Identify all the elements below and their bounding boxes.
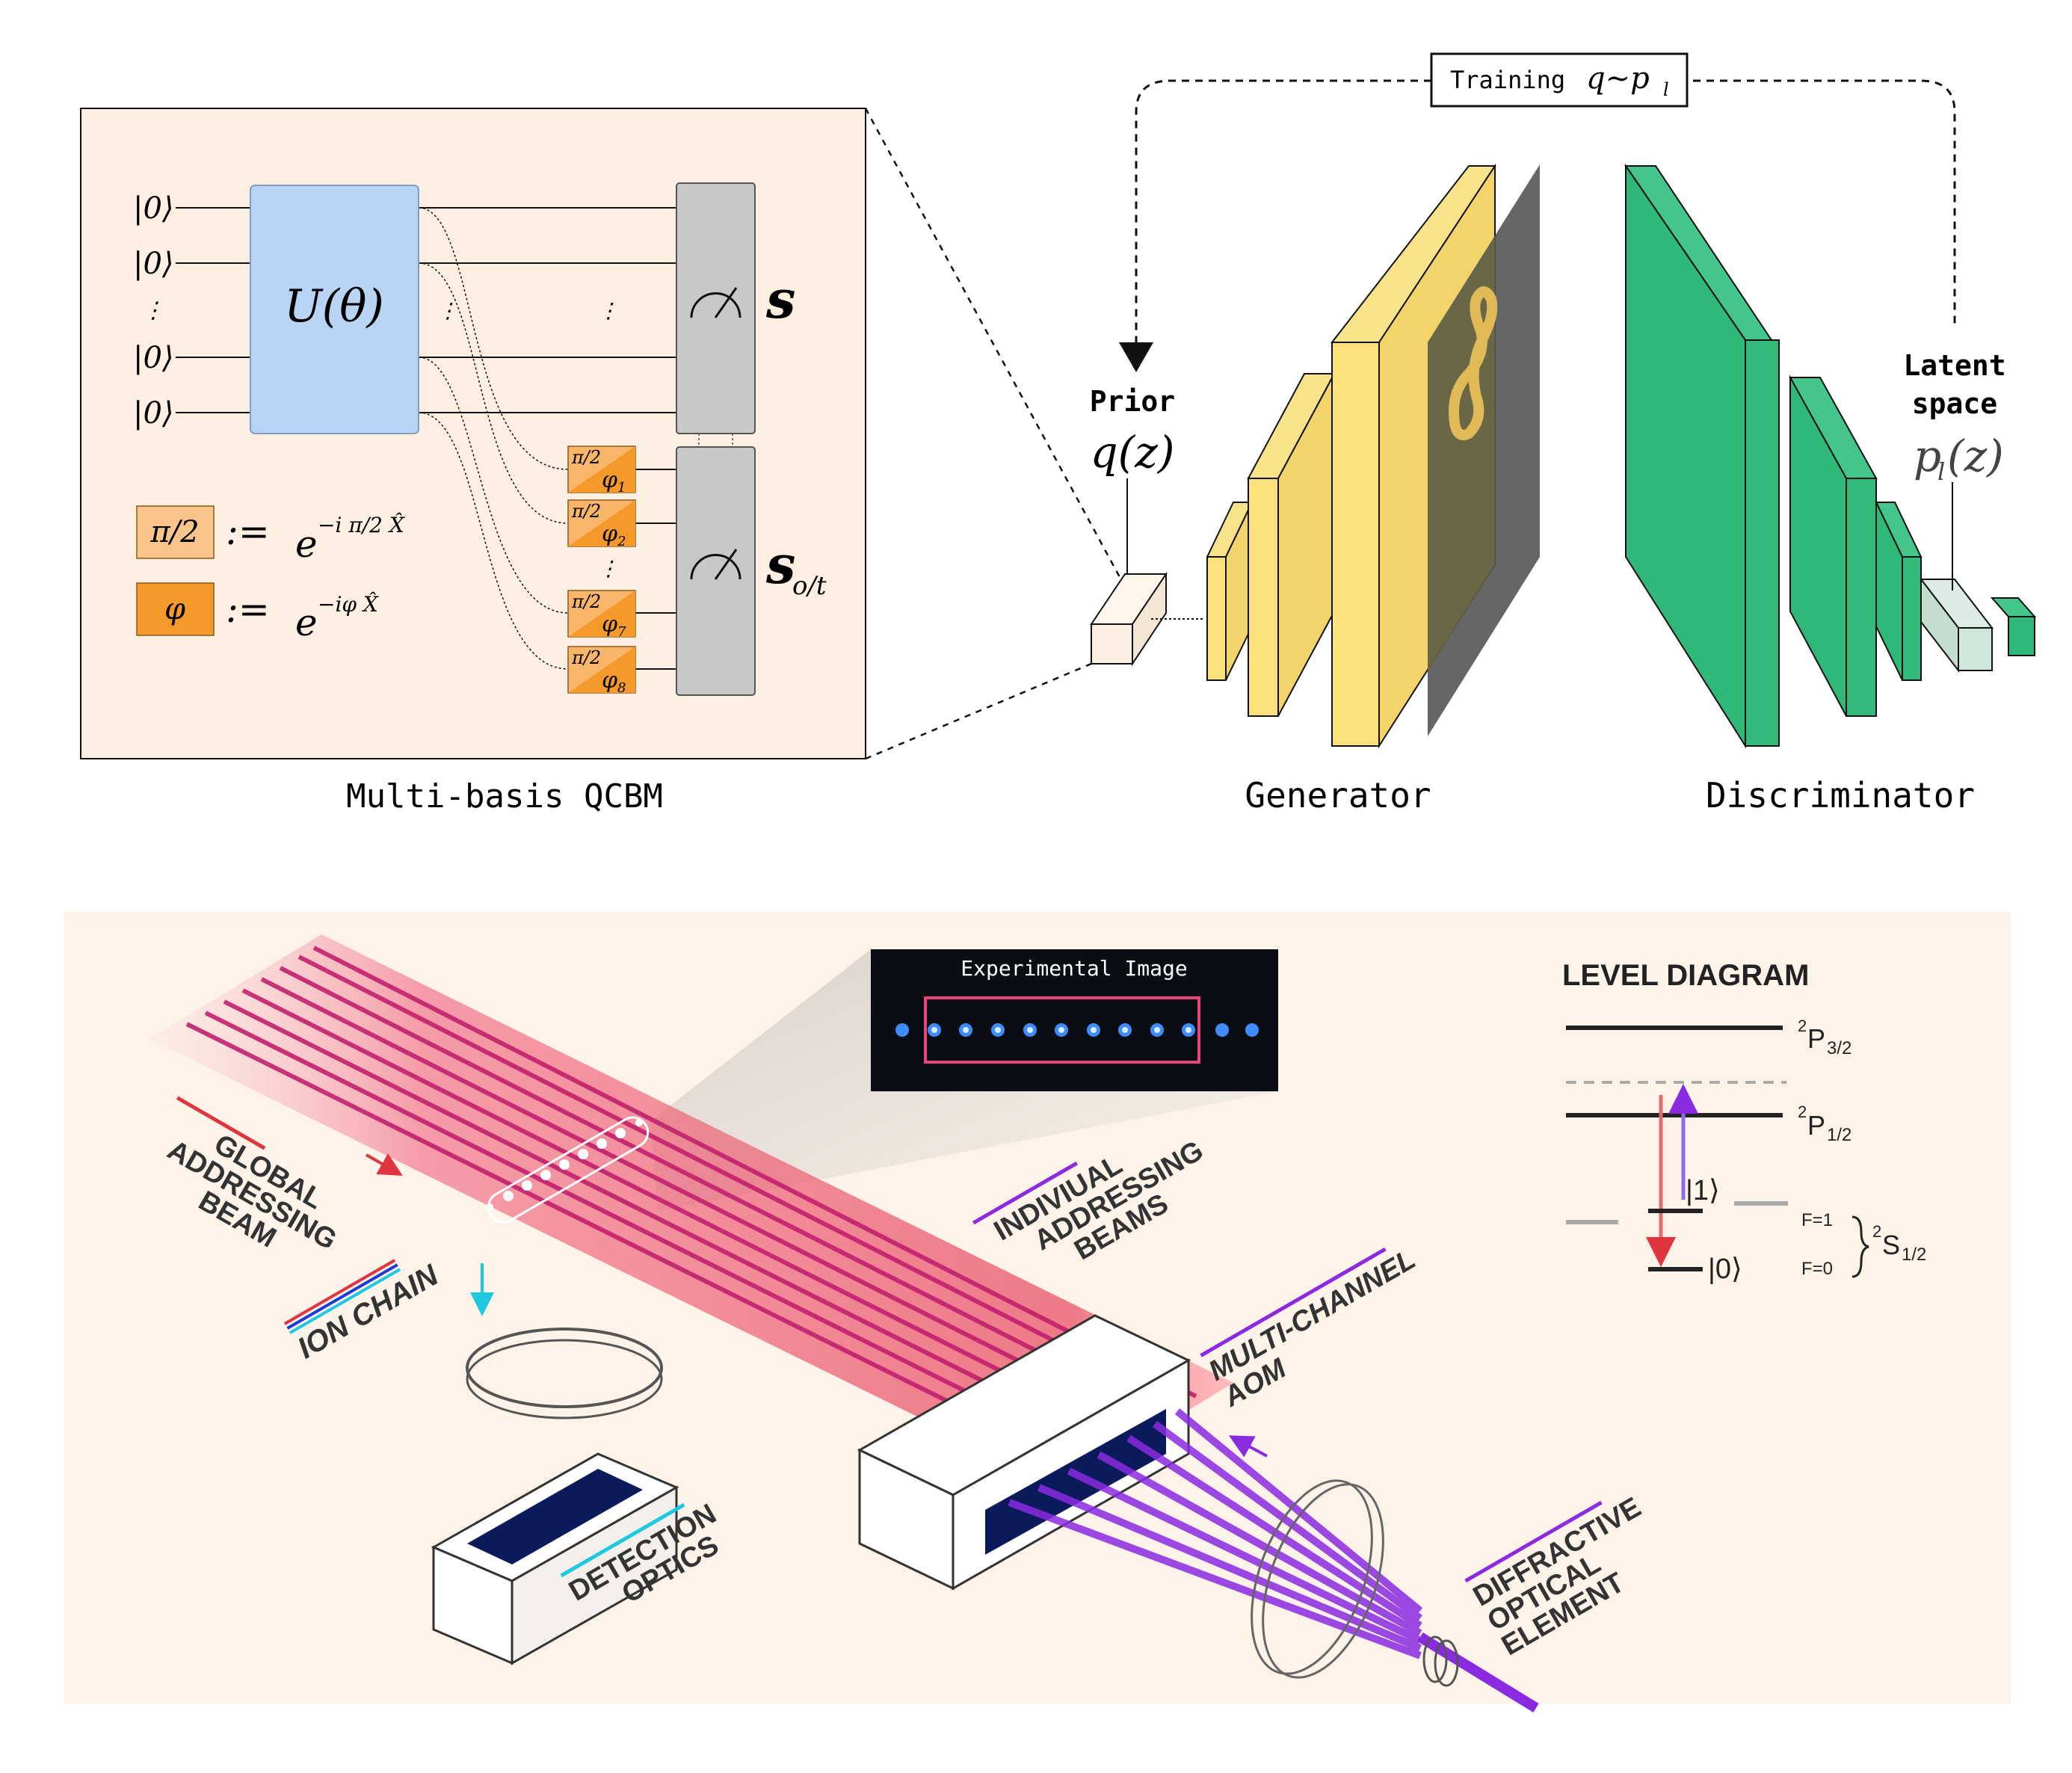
legend-pi-half-sup: −i π/2 X̂	[318, 513, 405, 537]
rotation-gate-7: π/2 φ 7	[567, 590, 636, 640]
discriminator-caption: Discriminator	[1706, 775, 1975, 815]
svg-text:S: S	[1882, 1230, 1900, 1260]
legend-def-op-2: :=	[226, 588, 270, 631]
svg-text:2: 2	[1798, 1103, 1807, 1121]
svg-text:π/2: π/2	[571, 647, 601, 668]
svg-text:2: 2	[1872, 1222, 1881, 1241]
ion-chain	[486, 1116, 650, 1224]
prior-title: Prior	[1090, 385, 1175, 418]
svg-text:π/2: π/2	[571, 501, 601, 522]
zoom-dashed-lines	[864, 108, 1126, 760]
meter-icon-s	[690, 292, 741, 318]
ket-zero-4: |0⟩	[133, 396, 174, 431]
svg-text:1: 1	[617, 480, 626, 496]
setup-panel: Experimental Image GLOBAL ADDRE	[64, 912, 2011, 1712]
svg-text:φ: φ	[602, 611, 617, 638]
ket-zero-1: |0⟩	[133, 191, 174, 226]
vdots-mid-1: ⋮	[437, 298, 458, 323]
doe-element	[1422, 1635, 1448, 1683]
output-sot-sub: o/t	[792, 571, 827, 601]
ket-vdots: ⋮	[142, 297, 164, 324]
inset-title: Experimental Image	[961, 956, 1187, 981]
latent-expr-tail: (z)	[1947, 431, 2004, 481]
aom-box	[857, 1314, 1191, 1591]
basis-branch-wires	[418, 207, 569, 670]
unitary-block	[250, 185, 419, 434]
qcbm-caption: Multi-basis QCBM	[346, 777, 663, 815]
latent-title-1: Latent	[1903, 349, 2005, 382]
svg-text:φ: φ	[602, 467, 617, 493]
legend-phi-label: φ	[164, 592, 185, 626]
training-expr-sub: l	[1663, 79, 1669, 100]
rotation-gate-2: π/2 φ 2	[567, 499, 636, 549]
experimental-image-inset: Experimental Image	[871, 949, 1278, 1091]
svg-text:1/2: 1/2	[1902, 1245, 1926, 1265]
ket-zero-2: |0⟩	[133, 247, 174, 281]
svg-text:1/2: 1/2	[1827, 1125, 1851, 1145]
svg-text:8: 8	[617, 680, 626, 696]
training-loop-line	[1135, 79, 1431, 344]
detection-beams	[504, 1129, 625, 1555]
svg-text:P: P	[1807, 1110, 1825, 1141]
level-diagram-title: LEVEL DIAGRAM	[1562, 959, 1809, 992]
measurement-s	[676, 182, 756, 434]
ket-one: |1⟩	[1686, 1175, 1720, 1206]
legend-pi-half-swatch	[136, 505, 215, 559]
ket-zero-3: |0⟩	[133, 341, 174, 375]
vdots-mid-2: ⋮	[598, 298, 619, 323]
discriminator-network	[1624, 163, 2037, 749]
training-label: Training	[1450, 66, 1565, 94]
svg-text:2: 2	[617, 534, 626, 549]
qcbm-panel: |0⟩ |0⟩ ⋮ |0⟩ |0⟩ U(θ) ⋮ ⋮ ⋮ s s o/t π/2…	[80, 108, 866, 815]
latent-expr: p	[1914, 431, 1941, 481]
svg-text:P: P	[1807, 1023, 1825, 1054]
training-arrowhead	[1119, 342, 1153, 372]
qubit-wires	[176, 207, 676, 413]
prior-expr: q(z)	[1091, 427, 1175, 478]
prior-latent-block	[1090, 571, 1168, 667]
legend-pi-half-expr: e	[295, 522, 318, 566]
svg-text:2: 2	[1798, 1017, 1807, 1035]
global-addressing-beam	[149, 934, 1233, 1487]
svg-text:F=0: F=0	[1801, 1259, 1833, 1279]
svg-text:F=1: F=1	[1801, 1210, 1833, 1230]
legend-def-op-1: :=	[226, 510, 270, 553]
detection-lens	[466, 1328, 663, 1408]
unitary-label: U(θ)	[284, 280, 384, 333]
training-expr: q∼p	[1586, 61, 1650, 96]
vdots-gates: ⋮	[598, 556, 619, 581]
latent-title-2: space	[1912, 387, 1997, 420]
legend-phi-swatch	[136, 582, 215, 636]
legend-phi-sup: −iφ X̂	[318, 592, 379, 617]
ket-zero-level: |0⟩	[1708, 1254, 1742, 1285]
training-box	[1430, 52, 1689, 108]
legend-pi-half-label: π/2	[149, 515, 199, 549]
measurement-sot	[676, 446, 756, 696]
generator-network	[1206, 163, 1540, 749]
svg-text:φ: φ	[602, 667, 617, 694]
svg-text:7: 7	[617, 624, 626, 640]
meter-icon-sot	[690, 554, 741, 580]
latent-expr-sub: l	[1937, 457, 1945, 486]
svg-text:3/2: 3/2	[1827, 1038, 1851, 1058]
gan-panel: Training q∼p l Prior q(z) Gene	[1090, 52, 2037, 815]
level-diagram: LEVEL DIAGRAM 2 P 3/2 2 P 1/2 |1⟩ |0⟩ F=…	[1562, 959, 1926, 1285]
svg-text:φ: φ	[602, 521, 617, 547]
svg-text:π/2: π/2	[571, 591, 601, 612]
rotation-gate-1: π/2 φ 1	[567, 445, 636, 496]
rotation-gate-8: π/2 φ 8	[567, 646, 636, 696]
beam-expander-lens	[1251, 1479, 1373, 1675]
output-sot: s	[765, 534, 795, 596]
output-s: s	[765, 268, 795, 330]
generated-digit-8	[1448, 286, 1498, 440]
legend-phi-expr: e	[295, 601, 318, 644]
generator-caption: Generator	[1245, 775, 1431, 815]
svg-text:π/2: π/2	[571, 447, 601, 468]
